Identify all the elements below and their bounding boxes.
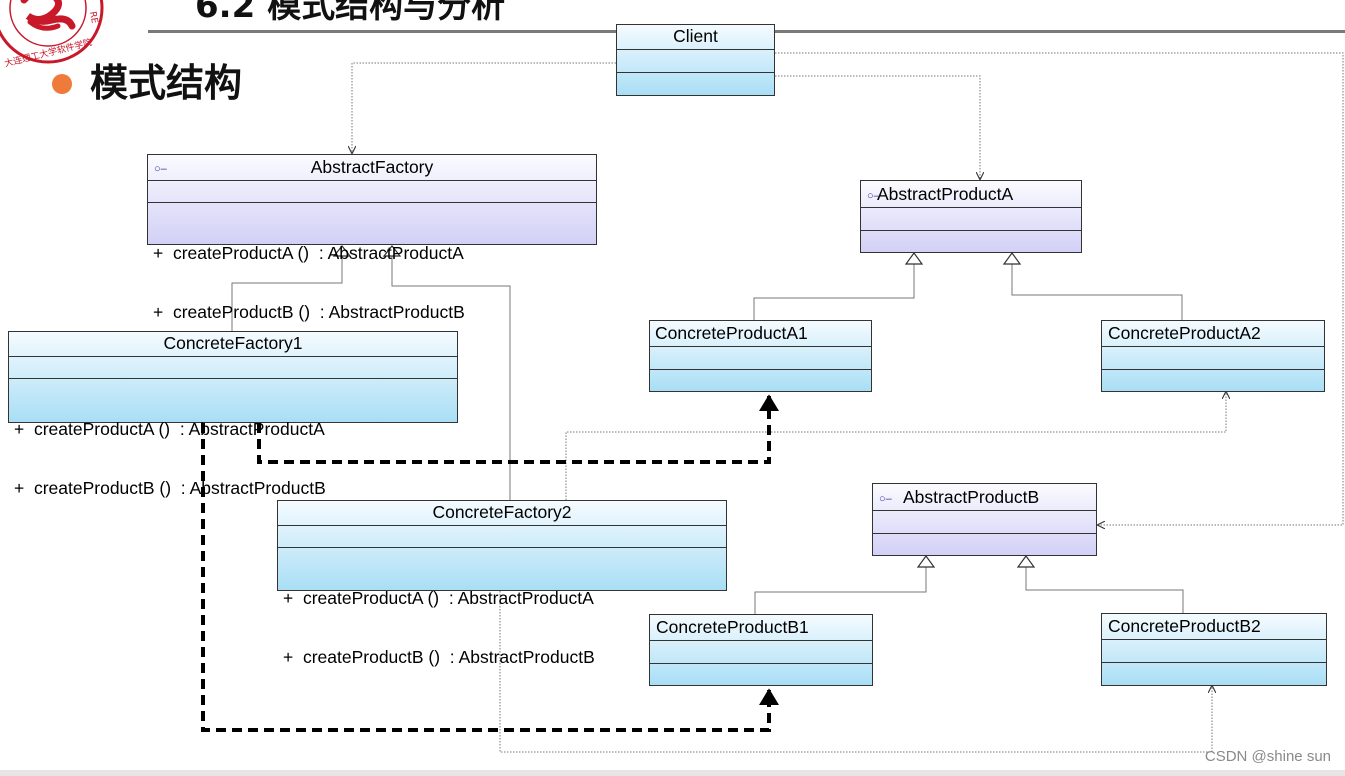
interface-icon: ○– xyxy=(867,190,880,202)
generalization-producta1 xyxy=(753,264,915,320)
dependency-factory2-productb2 xyxy=(499,591,1212,753)
class-name: AbstractProductB xyxy=(903,487,1040,507)
class-abstract-factory[interactable]: ○– AbstractFactory + createProductA () :… xyxy=(147,154,597,321)
university-logo: 大连理工大学软件学院 RE xyxy=(0,0,104,70)
attributes-compartment xyxy=(148,180,596,202)
operation-create-product-a: + createProductA () : AbstractProductA xyxy=(14,419,325,439)
operations-compartment: + createProductA () : AbstractProductA +… xyxy=(148,202,596,321)
operations-compartment xyxy=(650,369,871,391)
class-header: ○– AbstractFactory xyxy=(148,155,596,180)
operations-compartment: + createProductA () : AbstractProductA +… xyxy=(278,547,726,666)
operation-create-product-b: + createProductB () : AbstractProductB xyxy=(283,646,595,667)
class-name: ConcreteProductA1 xyxy=(655,323,808,343)
class-name: ConcreteProductA2 xyxy=(1108,323,1261,343)
generalization-producta2 xyxy=(1011,264,1183,320)
operation-create-product-a: + createProductA () : AbstractProductA xyxy=(283,588,594,608)
creates-factory1-producta1 xyxy=(257,394,779,464)
slide-title: 6.2 模式结构与分析 xyxy=(195,0,506,26)
footer-bar xyxy=(0,770,1345,776)
operation-create-product-a: + createProductA () : AbstractProductA xyxy=(153,243,464,263)
class-name: ConcreteFactory2 xyxy=(432,502,572,522)
operation-create-product-b: + createProductB () : AbstractProductB xyxy=(14,477,326,498)
creates-factory1-productb1 xyxy=(201,423,779,732)
class-concrete-factory2[interactable]: ConcreteFactory2 + createProductA () : A… xyxy=(277,500,727,666)
operations-compartment xyxy=(617,72,774,95)
dependency-client-abstractproducta xyxy=(775,75,980,179)
attributes-compartment xyxy=(873,510,1096,533)
attributes-compartment xyxy=(861,207,1081,230)
attributes-compartment xyxy=(650,346,871,369)
interface-icon: ○– xyxy=(879,493,892,505)
generalization-factory1 xyxy=(231,256,343,331)
operations-compartment xyxy=(1102,662,1326,685)
operations-compartment xyxy=(873,533,1096,555)
generalization-productb2 xyxy=(1025,567,1184,614)
attributes-compartment xyxy=(650,640,872,663)
class-header: ○– AbstractProductA xyxy=(861,181,1081,207)
attributes-compartment xyxy=(9,356,457,378)
class-name: AbstractFactory xyxy=(310,157,434,177)
class-concrete-product-b2[interactable]: ConcreteProductB2 xyxy=(1101,613,1327,686)
dependency-client-abstractfactory xyxy=(352,62,616,153)
class-header: ○– AbstractProductB xyxy=(873,484,1096,510)
operations-compartment: + createProductA () : AbstractProductA +… xyxy=(9,378,457,497)
interface-icon: ○– xyxy=(154,163,167,175)
class-client[interactable]: Client xyxy=(616,24,775,96)
attributes-compartment xyxy=(278,525,726,547)
attributes-compartment xyxy=(1102,346,1324,369)
attributes-compartment xyxy=(1102,639,1326,662)
class-abstract-product-a[interactable]: ○– AbstractProductA xyxy=(860,180,1082,253)
class-name: ConcreteFactory1 xyxy=(163,333,303,353)
attributes-compartment xyxy=(617,49,774,72)
operations-compartment xyxy=(861,230,1081,252)
section-heading: 模式结构 xyxy=(90,61,243,105)
class-name: Client xyxy=(673,26,718,46)
generalization-productb1 xyxy=(754,567,927,614)
class-name: ConcreteProductB1 xyxy=(656,617,809,637)
operation-create-product-b: + createProductB () : AbstractProductB xyxy=(153,301,465,322)
class-concrete-factory1[interactable]: ConcreteFactory1 + createProductA () : A… xyxy=(8,331,458,497)
dependency-client-abstractproductb xyxy=(775,52,1344,525)
class-name: ConcreteProductB2 xyxy=(1108,616,1261,636)
generalization-factory2 xyxy=(391,256,511,500)
class-concrete-product-a2[interactable]: ConcreteProductA2 xyxy=(1101,320,1325,392)
svg-text:RE: RE xyxy=(87,11,99,25)
bullet-icon xyxy=(52,74,72,94)
operations-compartment xyxy=(1102,369,1324,391)
class-abstract-product-b[interactable]: ○– AbstractProductB xyxy=(872,483,1097,556)
operations-compartment xyxy=(650,663,872,685)
class-concrete-product-a1[interactable]: ConcreteProductA1 xyxy=(649,320,872,392)
watermark: CSDN @shine sun xyxy=(1204,748,1331,765)
class-name: AbstractProductA xyxy=(877,184,1014,204)
class-concrete-product-b1[interactable]: ConcreteProductB1 xyxy=(649,614,873,686)
dependency-factory2-producta2 xyxy=(565,392,1226,500)
